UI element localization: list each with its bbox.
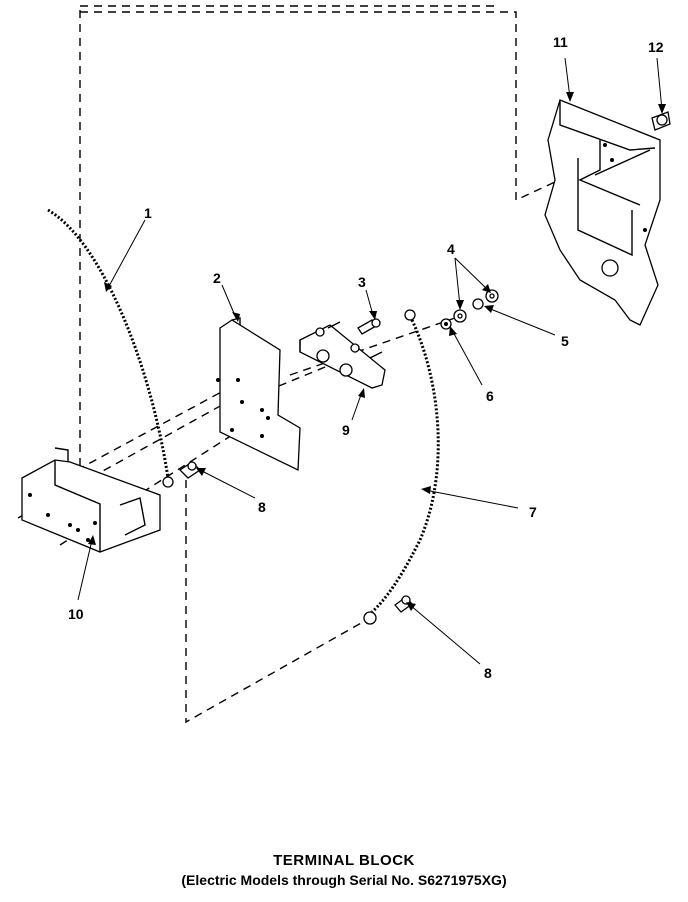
callout-6: 6 [486,388,494,404]
callout-11: 11 [553,34,568,50]
callout-12: 12 [648,39,664,55]
washers-part-4 [453,289,499,323]
nut-part-6 [440,318,452,330]
terminal-block-part-9 [299,321,386,389]
callout-2: 2 [213,270,221,286]
screw-part-8-upper [178,461,202,479]
callout-8-lower: 8 [484,665,492,681]
leader-lines [77,57,666,665]
assembly-path-lower [185,480,371,724]
assembly-path-upper [79,10,571,470]
callout-5: 5 [561,333,569,349]
callout-labels: 1 2 3 4 5 6 7 8 8 9 10 11 12 [68,34,664,681]
callout-10: 10 [68,606,84,622]
callout-9: 9 [342,422,350,438]
callout-7: 7 [529,504,537,520]
washer-part-5 [472,298,484,310]
callout-3: 3 [358,274,366,290]
callout-8-upper: 8 [258,499,266,515]
screw-part-3 [357,318,381,335]
diagram-subtitle: (Electric Models through Serial No. S627… [181,872,507,888]
bracket-part-11 [544,99,661,326]
callout-1: 1 [144,205,152,221]
wire-part-1 [47,208,174,488]
callout-4: 4 [447,241,455,257]
plate-part-2 [216,317,301,472]
diagram-title: TERMINAL BLOCK [273,852,415,869]
wire-part-7 [363,309,440,625]
screw-part-12 [651,111,671,131]
base-bracket-part-10 [21,447,161,553]
